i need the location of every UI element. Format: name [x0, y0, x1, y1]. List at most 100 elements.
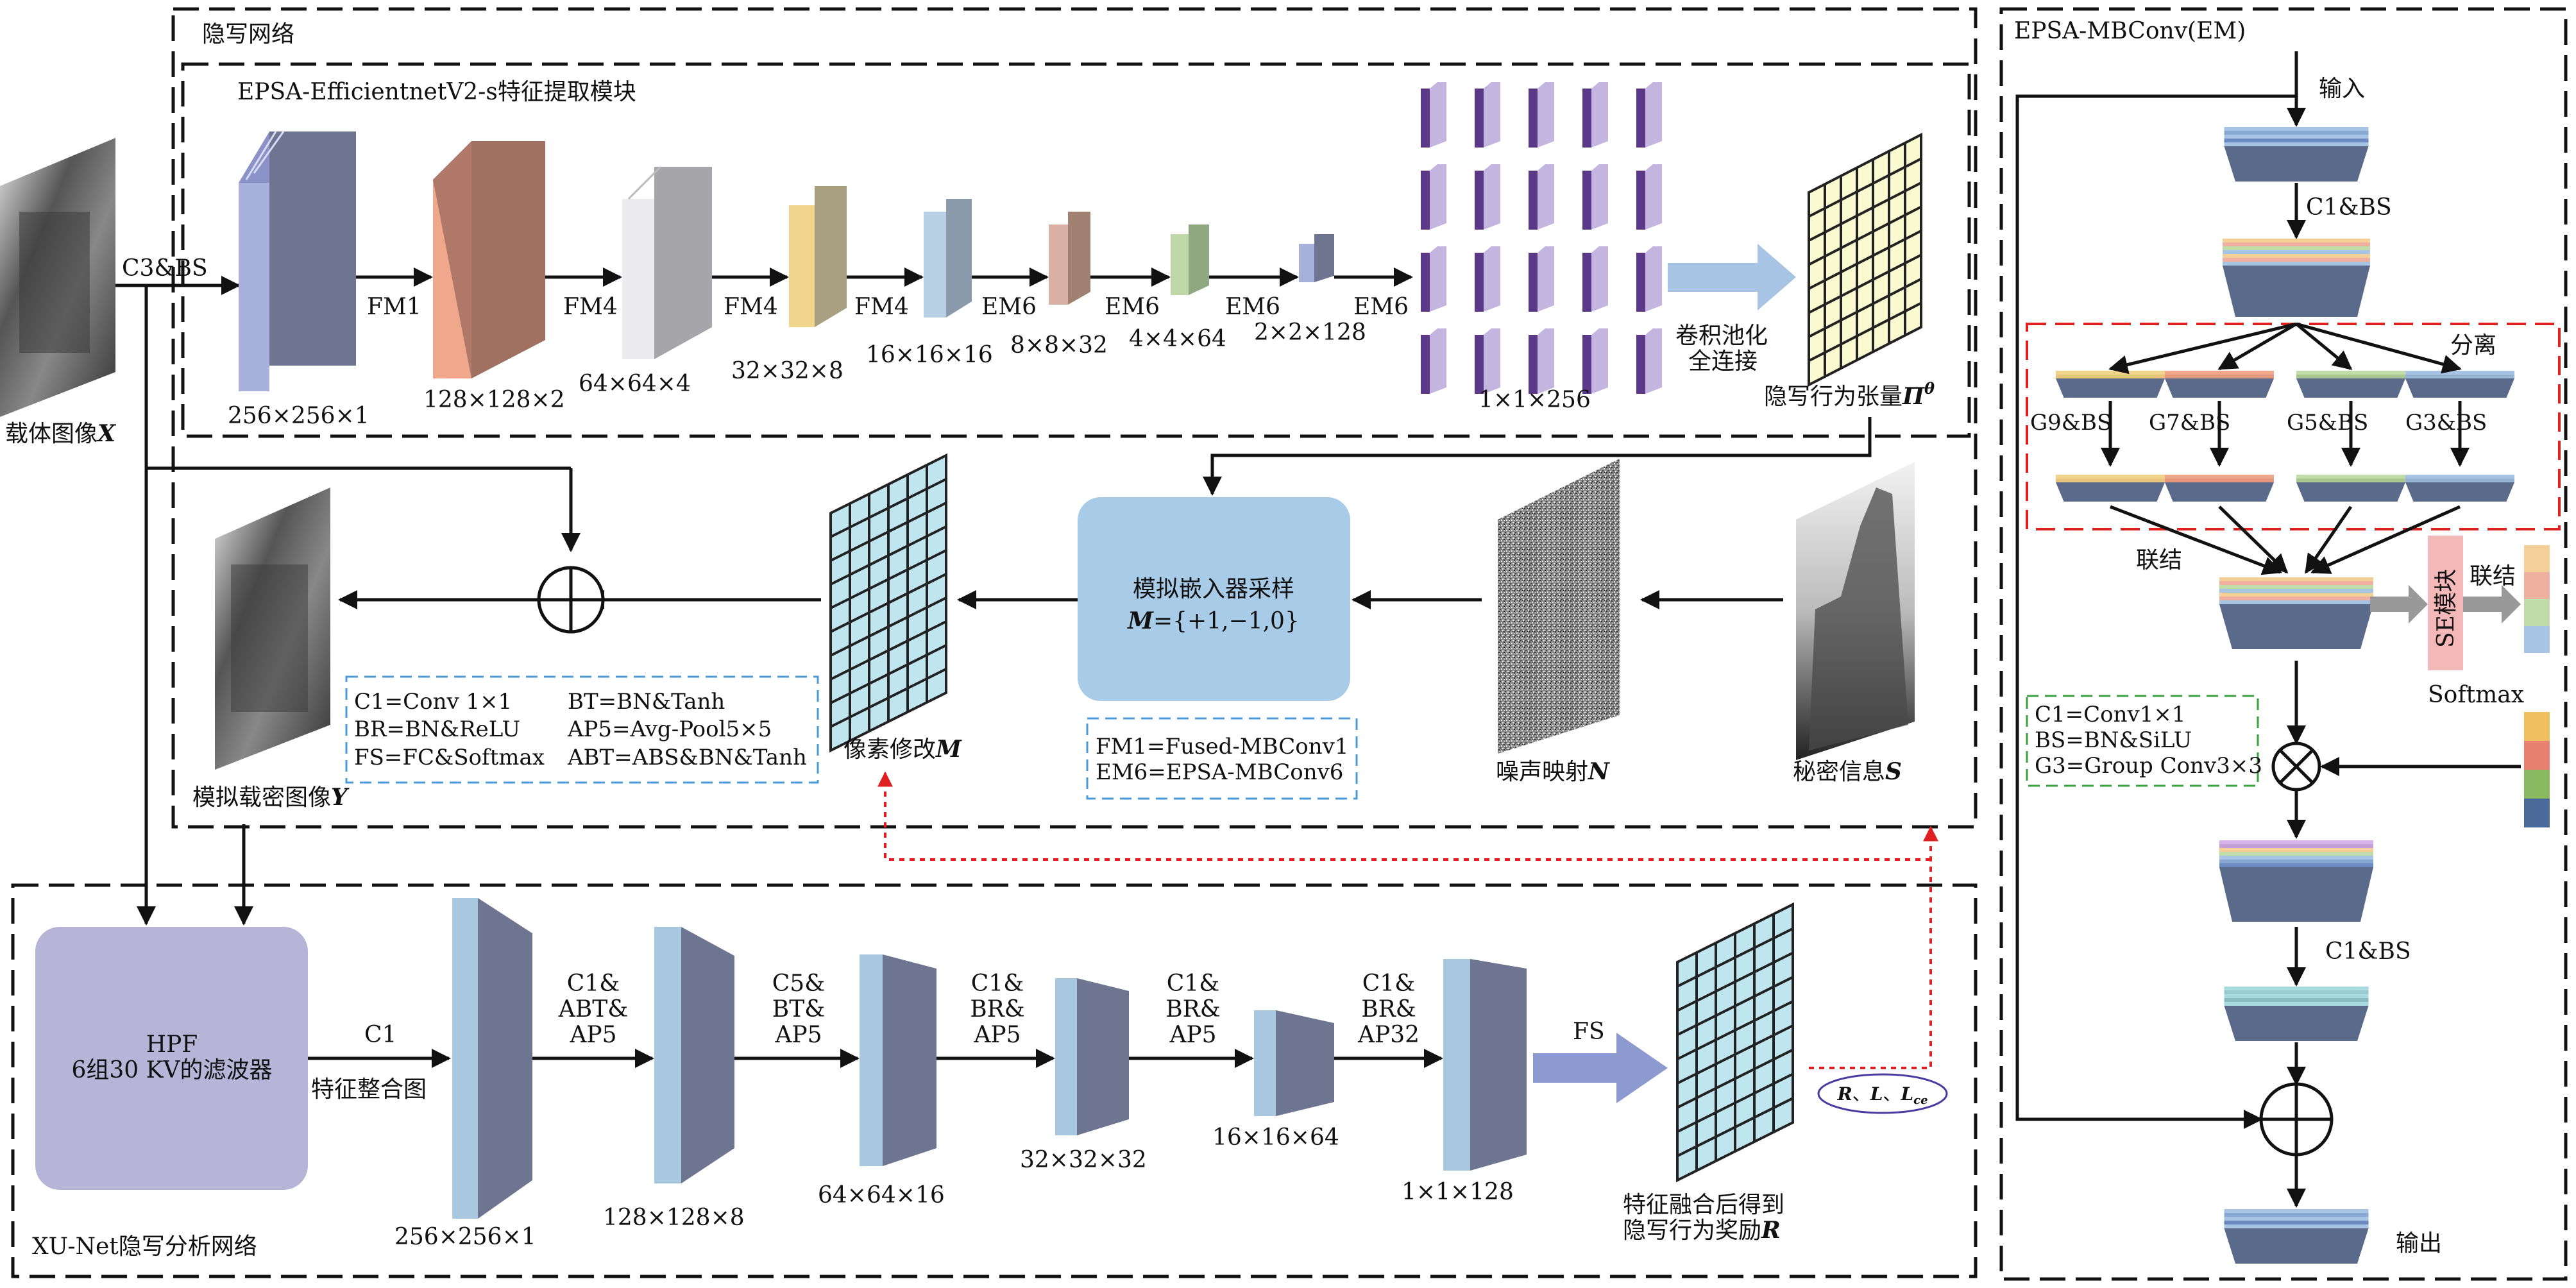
- loss-oval: [1817, 1073, 1948, 1114]
- legend-fm1: FM1=Fused-MBConv1: [1096, 734, 1349, 759]
- em-frame: [1999, 7, 2568, 1281]
- op-4: FM4: [854, 294, 909, 320]
- em-stack-c1bs: [2223, 239, 2370, 317]
- svg-text:C1&: C1&: [567, 970, 620, 997]
- em-stack-concat: [2219, 577, 2373, 649]
- em-stack-g5: [2296, 371, 2405, 398]
- em-legend-box: [2026, 695, 2259, 787]
- svg-text:ABT&: ABT&: [558, 996, 629, 1022]
- reward-to-pixel-line: [877, 771, 1931, 861]
- feature-block-2: [433, 141, 545, 378]
- small-cube: [1636, 328, 1662, 394]
- xu-op-4: C1& BR& AP5: [1165, 970, 1221, 1048]
- em-stack-input: [2224, 127, 2369, 182]
- fs-label: FS: [1573, 1019, 1605, 1045]
- final-feature-cubes: [1421, 82, 1662, 394]
- em-input: 输入: [2319, 76, 2365, 102]
- stego-label: 模拟载密图像Y: [192, 784, 350, 811]
- sampler-title: 模拟嵌入器采样: [1133, 576, 1294, 602]
- svg-text:AP5: AP5: [1169, 1022, 1216, 1048]
- em-concat-1: 联结: [2136, 547, 2182, 573]
- op-7: EM6: [1225, 294, 1280, 320]
- dim-1: 256×256×1: [228, 403, 369, 429]
- reward-line-2: 隐写行为奖励R: [1623, 1217, 1781, 1244]
- small-cube: [1529, 82, 1554, 148]
- em-concat-2: 联结: [2470, 563, 2516, 589]
- em-stack-c1bs-out: [2224, 987, 2369, 1041]
- small-cube: [1582, 82, 1608, 148]
- legend-c1: C1=Conv 1×1: [354, 689, 512, 715]
- xu-op-5: C1& BR& AP32: [1357, 970, 1419, 1048]
- em-stack-g3-out: [2405, 475, 2514, 502]
- em-c1bs-top: C1&BS: [2306, 194, 2392, 221]
- em-g5: G5&BS: [2287, 410, 2368, 436]
- svg-text:BR&: BR&: [970, 996, 1025, 1022]
- em-mult-node: [2271, 741, 2321, 792]
- final-dim: 1×1×256: [1479, 387, 1591, 413]
- em-se: SE模块: [2433, 569, 2459, 648]
- fc-arrow: [1668, 244, 1796, 310]
- dim-5: 16×16×16: [866, 342, 993, 368]
- legend-fs: FS=FC&Softmax: [354, 745, 545, 770]
- xu-block-1: [452, 898, 532, 1219]
- small-cube: [1475, 164, 1500, 230]
- xu-dim-5: 16×16×64: [1212, 1124, 1339, 1151]
- extractor-frame: [181, 62, 1971, 438]
- small-cube: [1421, 164, 1446, 230]
- em-c1bs-bottom: C1&BS: [2325, 938, 2411, 965]
- legend-bt: BT=BN&Tanh: [568, 689, 725, 715]
- em-legend-g3: G3=Group Conv3×3: [2035, 753, 2262, 779]
- em-g9: G9&BS: [2030, 410, 2112, 436]
- feature-block-6: [1049, 212, 1090, 305]
- em-stack-g7-out: [2165, 475, 2274, 502]
- sampler-eq: M={+1,−1,0}: [1126, 607, 1300, 634]
- steg-network-title: 隐写网络: [202, 21, 294, 47]
- svg-text:AP5: AP5: [973, 1022, 1021, 1048]
- small-cube: [1421, 328, 1446, 394]
- arrow-tensor-to-sampler: [1203, 417, 1872, 496]
- tensor-label: 隐写行为张量Πθ: [1764, 379, 1935, 410]
- behavior-tensor-grid: [1808, 132, 1922, 387]
- feature-block-3: [622, 165, 712, 359]
- xu-dim-3: 64×64×16: [818, 1182, 945, 1208]
- em-split: 分离: [2450, 332, 2496, 359]
- noise-label: 噪声映射N: [1496, 758, 1611, 785]
- xu-block-2: [654, 927, 734, 1183]
- carrier-label: 载体图像X: [5, 420, 117, 447]
- em-g3: G3&BS: [2405, 410, 2487, 436]
- xu-block-6: [1443, 959, 1527, 1171]
- carrier-building: [19, 212, 90, 353]
- em-stack-g9-out: [2056, 475, 2165, 502]
- small-cube: [1475, 82, 1500, 148]
- secret-building: [1809, 487, 1908, 750]
- xu-op-1: C1& ABT& AP5: [558, 970, 629, 1048]
- em-softmax: Softmax: [2428, 682, 2524, 708]
- svg-text:AP32: AP32: [1357, 1022, 1419, 1048]
- dim-4: 32×32×8: [731, 358, 843, 384]
- xu-op-2: C5& BT& AP5: [772, 970, 826, 1048]
- em-stack-g7: [2165, 371, 2274, 398]
- small-cube: [1636, 164, 1662, 230]
- xunet-frame: [11, 883, 1978, 1278]
- conv-pool-2: 全连接: [1688, 348, 1758, 375]
- small-cube: [1529, 164, 1554, 230]
- small-cube: [1421, 82, 1446, 148]
- xu-op-3: C1& BR& AP5: [970, 970, 1025, 1048]
- svg-text:AP5: AP5: [569, 1022, 616, 1048]
- svg-text:AP5: AP5: [774, 1022, 822, 1048]
- xunet-title: XU-Net隐写分析网络: [32, 1233, 257, 1260]
- feat-map-label: 特征整合图: [311, 1076, 427, 1103]
- em-stack-output: [2224, 1209, 2369, 1264]
- svg-text:BR&: BR&: [1165, 996, 1221, 1022]
- dim-3: 64×64×4: [579, 371, 691, 397]
- op-6: EM6: [1105, 294, 1160, 320]
- extractor-title: EPSA-EfficientnetV2-s特征提取模块: [237, 79, 636, 105]
- em-arrow-to-se: [2370, 585, 2428, 623]
- legend-ap5: AP5=Avg-Pool5×5: [567, 716, 772, 742]
- sum-node: [537, 566, 605, 634]
- em-split-arrows: [2101, 322, 2470, 575]
- em-residual-line: [2015, 94, 2296, 1129]
- xu-block-5: [1254, 1010, 1334, 1116]
- hpf-title: HPF: [146, 1031, 198, 1058]
